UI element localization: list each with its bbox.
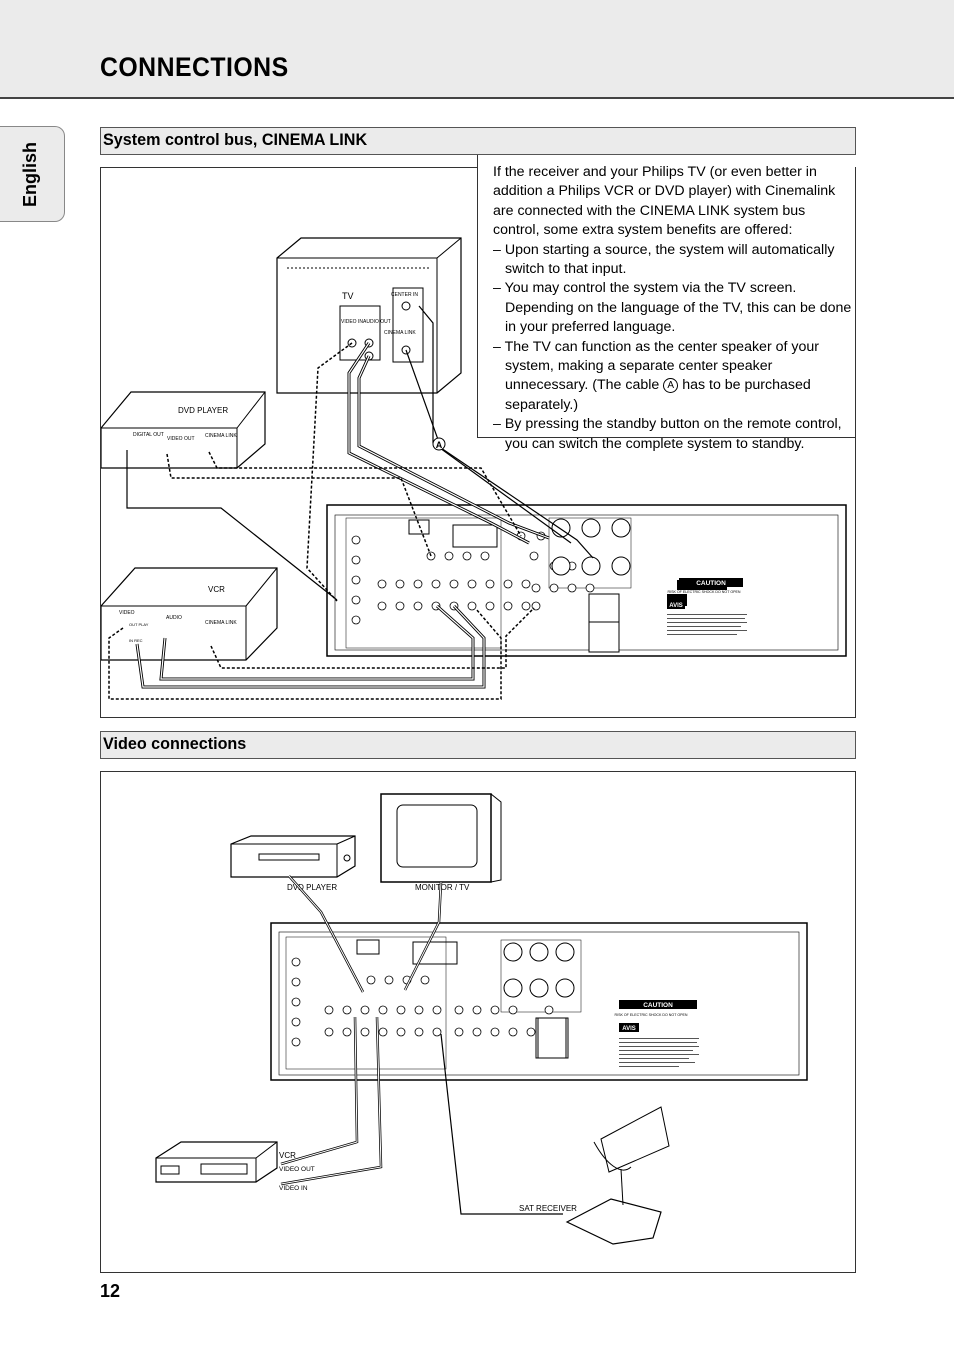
description-intro: If the receiver and your Philips TV (or … <box>493 164 836 239</box>
vcr-video-in-label: VIDEO IN <box>279 1185 308 1192</box>
caution-title: CAUTION <box>696 580 726 587</box>
benefit-center-speaker-part2: has to be purchased separately.) <box>505 377 811 413</box>
tv-cinema-link-label: CINEMA LINK <box>384 330 416 336</box>
language-tab: English <box>0 126 65 222</box>
page-number: 12 <box>100 1281 121 1301</box>
cables <box>280 875 563 1215</box>
monitor-label: MONITOR / TV <box>415 883 470 892</box>
vcr-video-label: VIDEO <box>119 610 135 616</box>
tv-illustration <box>276 237 462 394</box>
vcr-out-play-label: OUT PLAY <box>129 622 149 627</box>
vcr-video-out-label: VIDEO OUT <box>279 1166 315 1173</box>
cinema-link-description: If the receiver and your Philips TV (or … <box>477 155 855 452</box>
tv-video-in-label: VIDEO IN <box>341 319 363 325</box>
receiver-back-panel <box>326 504 847 657</box>
section-header-video: Video connections <box>100 731 856 759</box>
vcr-in-rec-label: IN REC <box>129 638 143 643</box>
cable-a-icon: A <box>663 378 679 394</box>
vcr-label: VCR <box>279 1151 296 1160</box>
benefit-tv-control: – You may control the system via the TV … <box>493 280 852 336</box>
section-title: Video connections <box>103 734 247 753</box>
section-title: System control bus, CINEMA LINK <box>103 130 368 149</box>
vcr-label: VCR <box>208 585 225 594</box>
section-header-cinema-link: System control bus, CINEMA LINK <box>100 127 856 155</box>
caution-text: RISK OF ELECTRIC SHOCK DO NOT OPEN <box>667 590 740 594</box>
video-connections-panel: DVD PLAYER MONITOR / TV <box>100 771 856 1273</box>
caution-text: RISK OF ELECTRIC SHOCK DO NOT OPEN <box>614 1013 687 1017</box>
cinema-link-diagram: TV CENTER IN VIDEO IN AUDIO OUT CINEMA L… <box>100 237 847 700</box>
vcr-audio-label: AUDIO <box>166 615 182 621</box>
monitor-illustration <box>380 793 502 883</box>
vcr-illustration <box>155 1141 278 1183</box>
tv-center-in-label: CENTER IN <box>391 292 418 298</box>
cable-a-marker: A <box>436 440 443 450</box>
vcr-illustration <box>100 567 278 661</box>
dvd-player-illustration <box>100 391 266 469</box>
dvd-player-illustration <box>230 835 356 878</box>
sat-receiver-label: SAT RECEIVER <box>519 1204 577 1213</box>
page-title: CONNECTIONS <box>100 52 289 82</box>
dvd-label: DVD PLAYER <box>287 883 337 892</box>
caution-title: CAUTION <box>643 1002 673 1009</box>
caution-label: CAUTION RISK OF ELECTRIC SHOCK DO NOT OP… <box>614 1000 699 1067</box>
caution-label: CAUTION RISK OF ELECTRIC SHOCK DO NOT OP… <box>667 578 747 635</box>
benefit-standby: – By pressing the standby button on the … <box>493 416 842 452</box>
tv-audio-out-label: AUDIO OUT <box>363 319 391 325</box>
avis-label: AVIS <box>622 1026 636 1032</box>
cables <box>108 305 594 700</box>
dvd-cinema-link-label: CINEMA LINK <box>205 433 237 439</box>
benefit-center-speaker: – The TV can function as the center spea… <box>493 338 853 416</box>
sat-receiver-illustration <box>565 1106 670 1245</box>
language-tab-label: English <box>20 141 40 207</box>
tv-label: TV <box>342 291 354 301</box>
dvd-digital-out-label: DIGITAL OUT <box>133 432 164 438</box>
dvd-label: DVD PLAYER <box>178 406 228 415</box>
video-connections-diagram: DVD PLAYER MONITOR / TV <box>155 793 808 1245</box>
avis-label: AVIS <box>669 603 683 609</box>
benefit-center-speaker-part1: – The TV can function as the center spea… <box>493 338 819 394</box>
receiver-back-panel <box>270 922 808 1081</box>
benefit-auto-switch: – Upon starting a source, the system wil… <box>493 241 835 278</box>
vcr-cinema-link-label: CINEMA LINK <box>205 620 237 626</box>
dvd-video-out-label: VIDEO OUT <box>167 436 195 442</box>
page-header: CONNECTIONS <box>0 0 954 99</box>
